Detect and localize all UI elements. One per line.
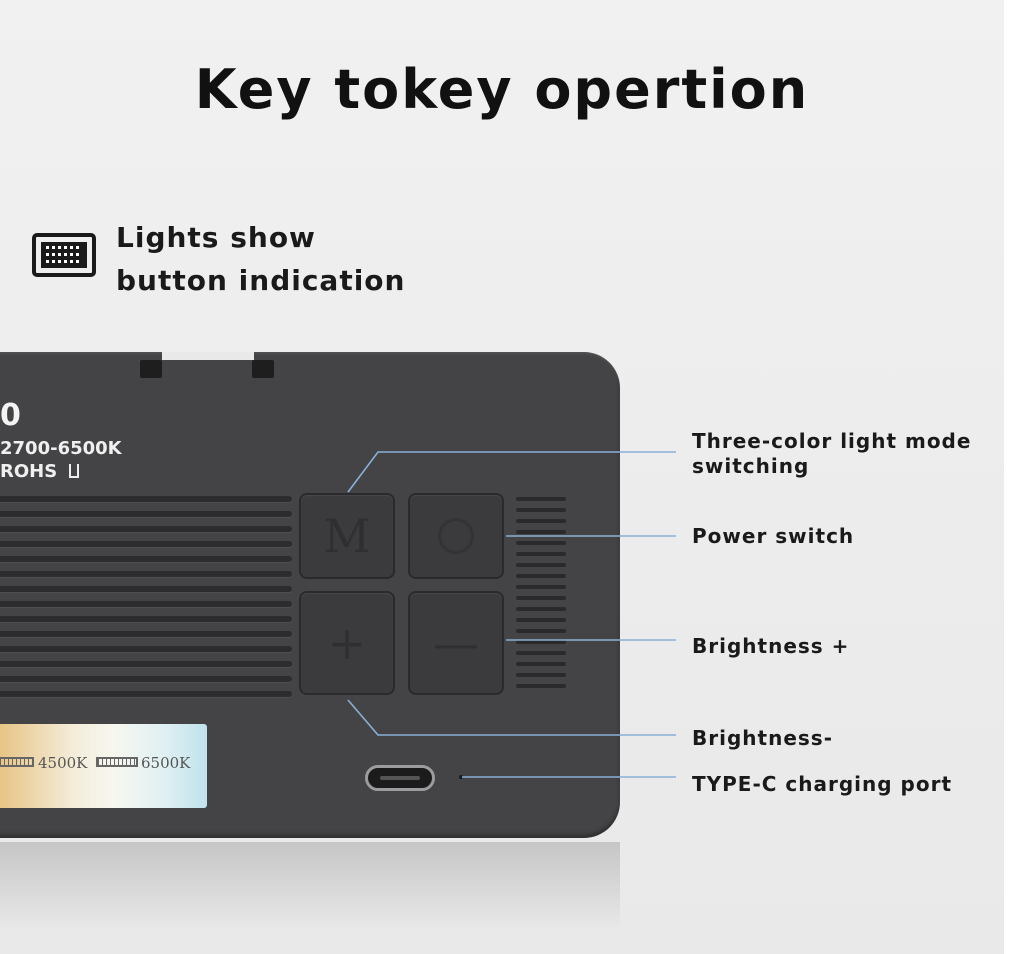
- brightness-minus-button[interactable]: —: [410, 593, 502, 693]
- speaker-grille: [0, 496, 292, 706]
- lights-indication-label: Lights show button indication: [116, 216, 405, 302]
- cct-mid-label: 4500K: [38, 754, 88, 772]
- callout-brightness-minus: Brightness-: [692, 726, 833, 750]
- callout-mode-line2: switching: [692, 454, 810, 478]
- lights-label-line1: Lights show: [116, 221, 316, 254]
- side-vents: [516, 497, 566, 695]
- top-notch: [162, 352, 254, 360]
- callout-mode: Three-color light mode switching: [692, 429, 971, 479]
- device-reflection: [0, 842, 620, 954]
- cct-scale-marks-2: [96, 757, 138, 767]
- charge-indicator-dot: [459, 775, 463, 779]
- mount-slot-right: [252, 360, 274, 378]
- spec-cct-range: 2700-6500K: [0, 438, 122, 459]
- right-edge-strip: [1004, 0, 1024, 954]
- minus-icon: —: [433, 616, 479, 670]
- trash-bin-icon: [69, 464, 80, 478]
- mount-slot-left: [140, 360, 162, 378]
- color-temperature-bar: 4500K 6500K: [0, 724, 207, 808]
- callout-charging: TYPE-C charging port: [692, 772, 953, 796]
- brightness-plus-button[interactable]: +: [301, 593, 393, 693]
- model-number: 0: [0, 398, 21, 433]
- mode-button[interactable]: M: [301, 495, 393, 577]
- spec-cert-text: ROHS: [0, 461, 58, 482]
- page-title: Key tokey opertion: [194, 58, 810, 121]
- power-button[interactable]: [410, 495, 502, 577]
- lights-label-line2: button indication: [116, 264, 406, 297]
- callout-mode-line1: Three-color light mode: [692, 429, 972, 453]
- callout-brightness-plus: Brightness +: [692, 634, 850, 658]
- power-icon: [438, 518, 474, 554]
- mode-button-label: M: [323, 509, 371, 563]
- usb-c-port[interactable]: [365, 765, 435, 791]
- spec-certification: ROHS: [0, 461, 80, 482]
- plus-icon: +: [327, 616, 367, 670]
- cct-high-label: 6500K: [141, 754, 191, 772]
- callout-power: Power switch: [692, 524, 855, 548]
- led-panel-icon: [32, 233, 96, 277]
- cct-scale-marks-1: [0, 757, 34, 767]
